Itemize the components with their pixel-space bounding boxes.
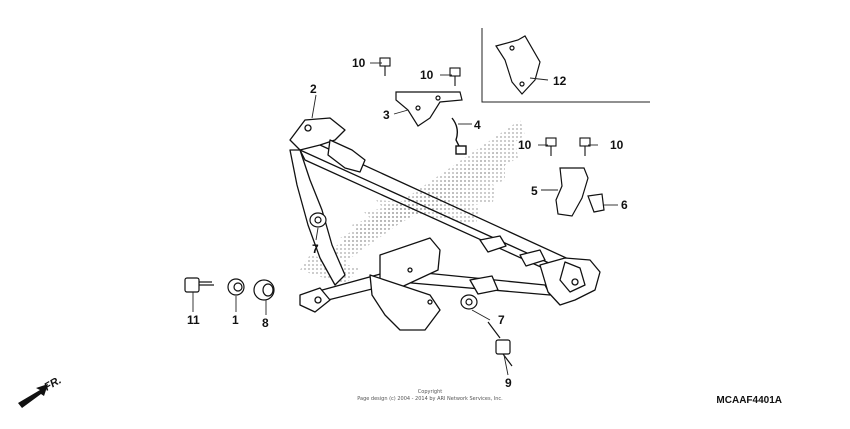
bolt-11 xyxy=(184,277,214,293)
callout-8[interactable]: 8 xyxy=(262,316,269,330)
bushing-8 xyxy=(253,279,275,301)
clip-4 xyxy=(451,117,467,155)
callout-10[interactable]: 10 xyxy=(610,138,624,152)
callout-2[interactable]: 2 xyxy=(310,82,317,96)
clip-6 xyxy=(587,193,605,213)
callout-7[interactable]: 7 xyxy=(498,313,505,327)
callout-7[interactable]: 7 xyxy=(312,242,319,256)
inset-box-border xyxy=(481,28,650,103)
callout-5[interactable]: 5 xyxy=(531,184,538,198)
bushing-7-upper xyxy=(309,212,327,228)
bracket-3 xyxy=(395,91,463,127)
bolt-10 xyxy=(379,57,591,156)
bracket-5 xyxy=(555,167,589,217)
callout-6[interactable]: 6 xyxy=(621,198,628,212)
leader-lines xyxy=(192,62,618,376)
engine-frame xyxy=(289,117,601,331)
collar-1 xyxy=(227,278,245,296)
diagram-code: MCAAF4401A xyxy=(716,395,782,406)
copyright-title: Copyright xyxy=(417,389,443,395)
callout-12[interactable]: 12 xyxy=(553,74,567,88)
callout-10[interactable]: 10 xyxy=(518,138,532,152)
callout-4[interactable]: 4 xyxy=(474,118,481,132)
callout-10[interactable]: 10 xyxy=(352,56,366,70)
callout-11[interactable]: 11 xyxy=(187,313,200,327)
callout-9[interactable]: 9 xyxy=(505,376,512,390)
callout-3[interactable]: 3 xyxy=(383,108,390,122)
copyright-text: Page design (c) 2004 - 2014 by ARI Netwo… xyxy=(357,396,503,402)
callout-1[interactable]: 1 xyxy=(232,313,239,327)
callout-10[interactable]: 10 xyxy=(420,68,434,82)
front-arrow-icon xyxy=(18,384,48,408)
bracket-12 xyxy=(495,35,541,95)
bushing-7-lower xyxy=(460,294,478,310)
bolt-9 xyxy=(487,321,513,367)
